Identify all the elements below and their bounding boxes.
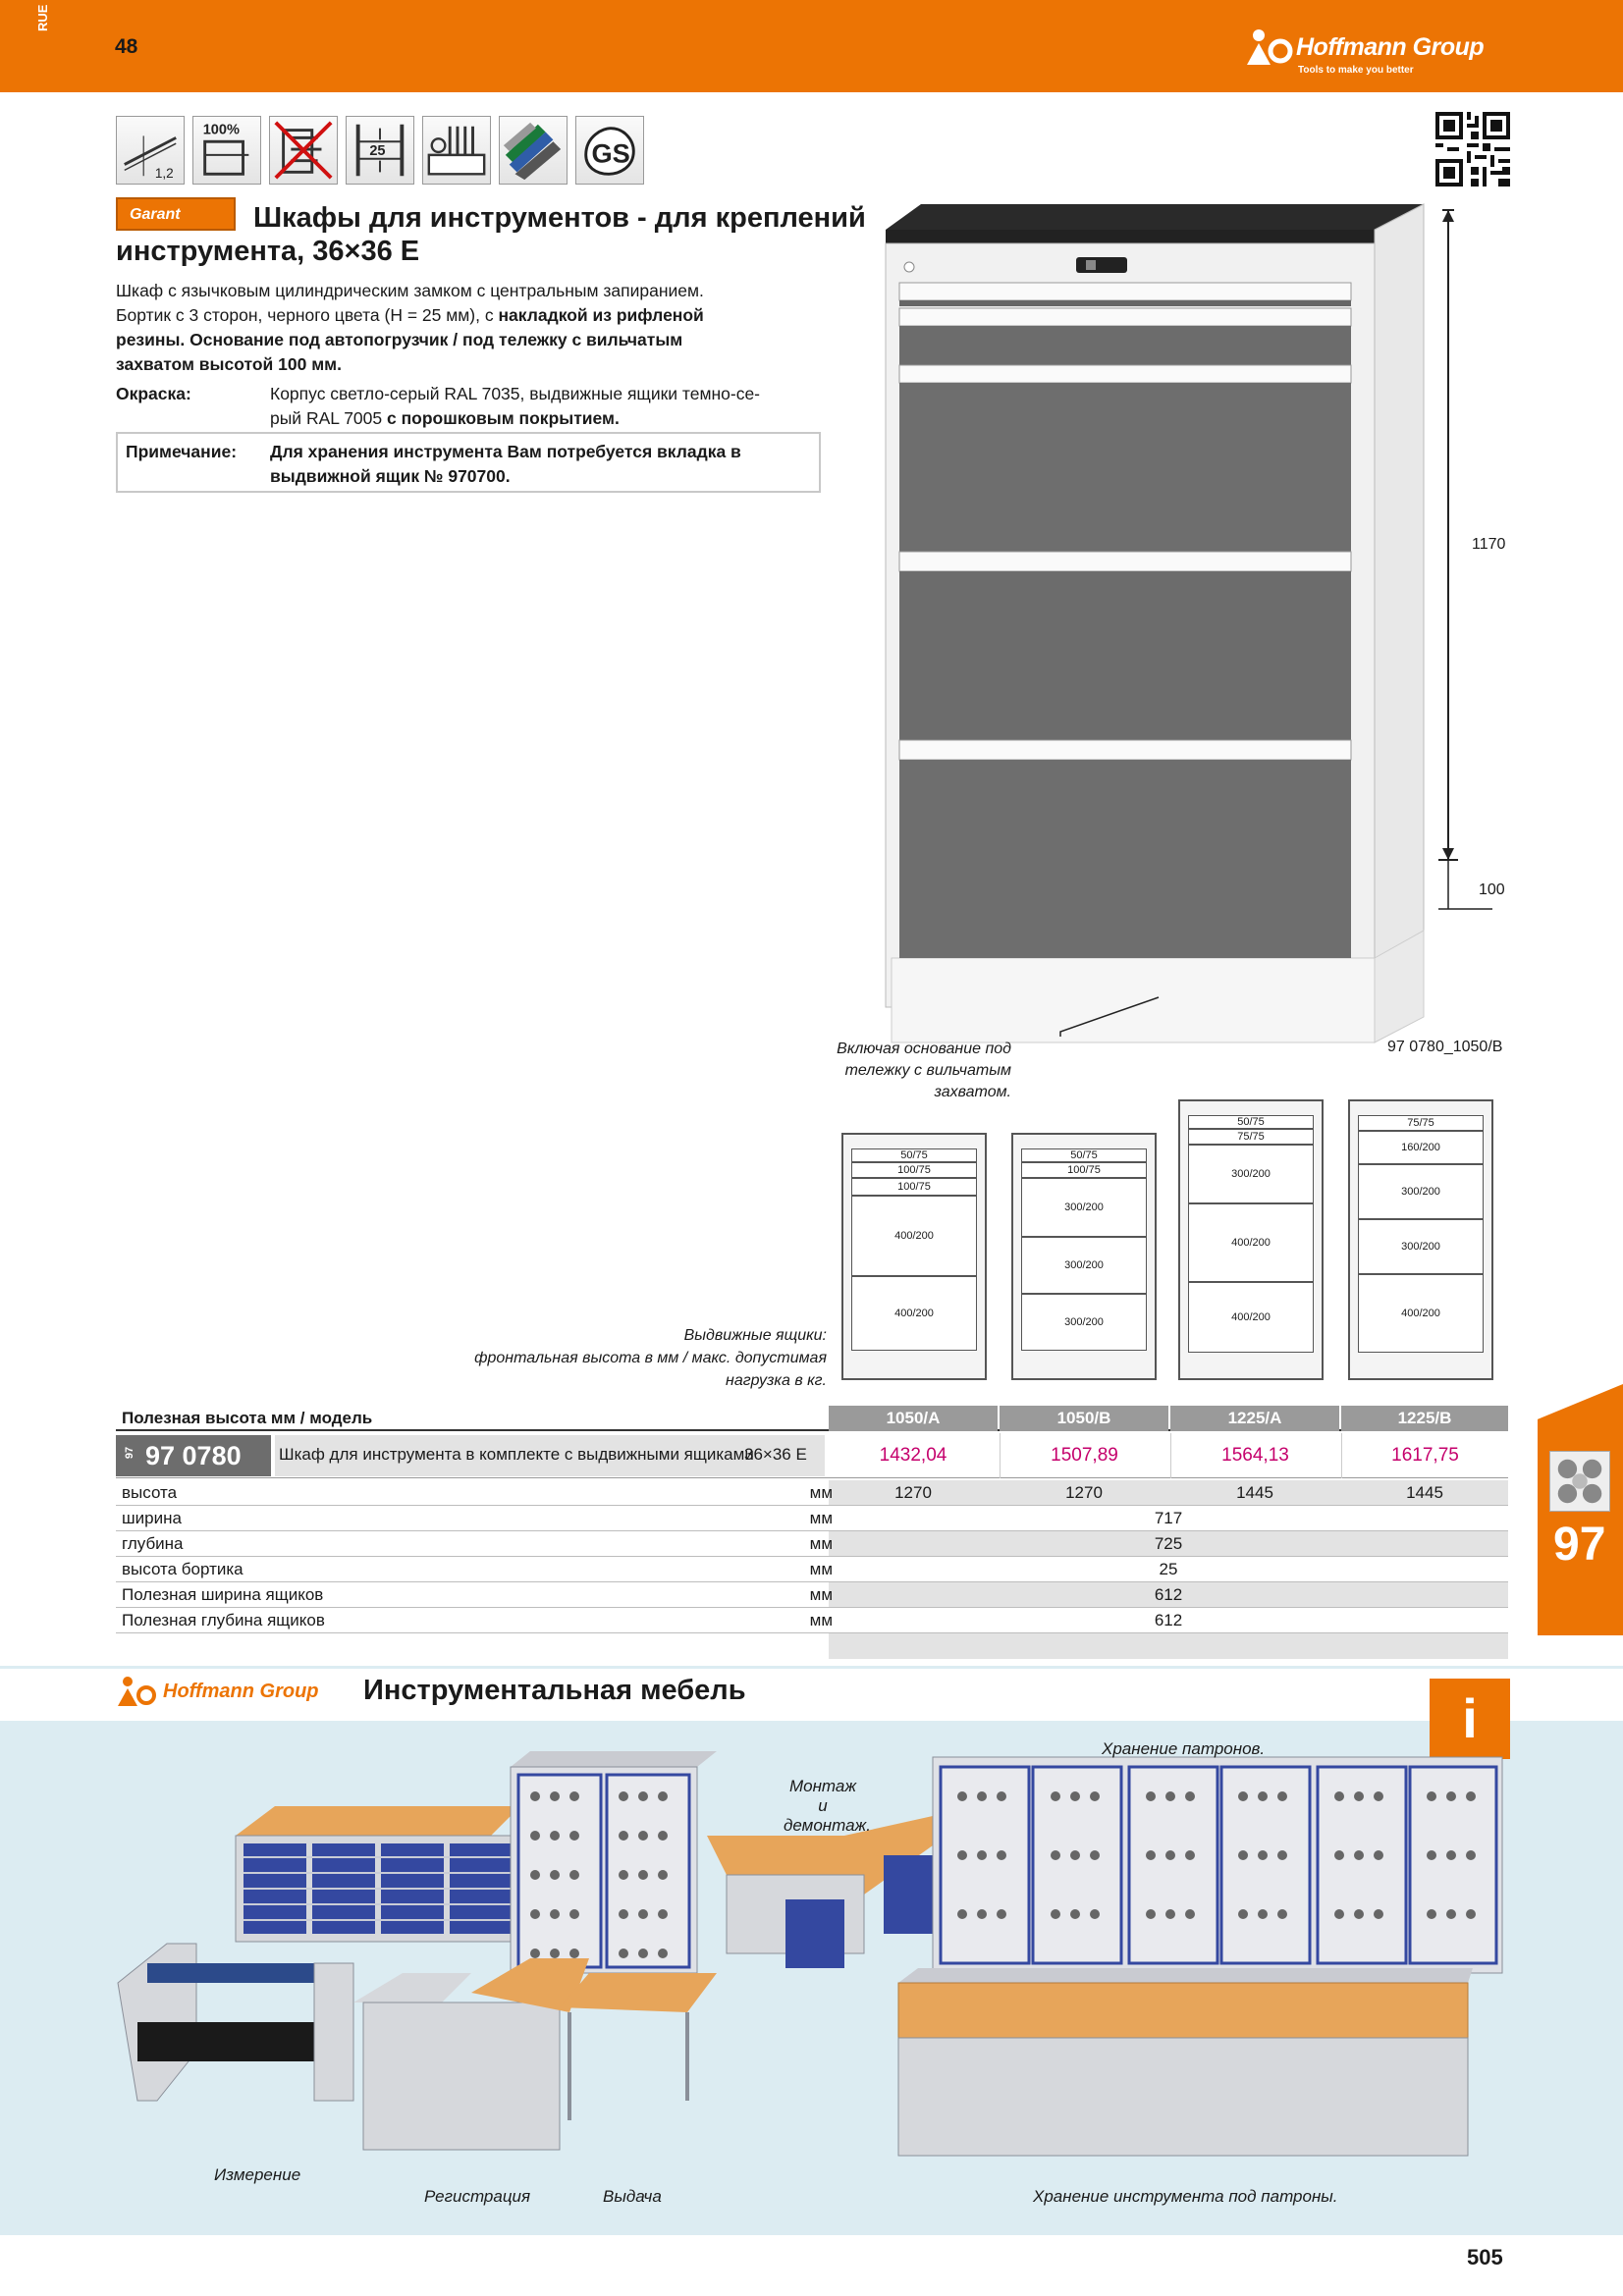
info-icon[interactable]: i <box>1430 1679 1510 1759</box>
table-row-drawer-depth: Полезная глубина ящиков мм 612 <box>116 1608 1508 1633</box>
table-row-drawer-width: Полезная ширина ящиков мм 612 <box>116 1582 1508 1608</box>
article-description: Шкаф для инструмента в комплекте с выдви… <box>279 1445 754 1464</box>
drawer-config-1225a: 50/75 75/75 300/200 400/200 400/200 <box>1178 1099 1324 1380</box>
paint-label: Окраска: <box>116 384 191 403</box>
furniture-illustration <box>0 1728 1623 2238</box>
drawer-config-caption: Выдвижные ящики: фронтальная высота в мм… <box>474 1327 827 1389</box>
price-1050a[interactable]: 1432,04 <box>879 1445 947 1466</box>
note-box <box>116 432 821 493</box>
desc-line-4: захватом высотой 100 мм. <box>116 354 342 374</box>
side-label: RUE <box>35 4 50 31</box>
chapter-icon <box>1549 1451 1610 1512</box>
product-title: Шкафы для инструментов - для креплений и… <box>116 202 866 267</box>
caption-register: Регистрация <box>424 2187 531 2206</box>
hoffmann-logo-icon <box>118 1677 156 1706</box>
paint-line-1: Корпус светло-серый RAL 7035, выдвижные … <box>270 384 761 403</box>
caption-mount: Монтаж и демонтаж. <box>784 1777 871 1835</box>
note-label: Примечание: <box>126 442 238 461</box>
note-line-2: выдвижной ящик № 970700. <box>270 466 511 486</box>
article-code-badge[interactable]: 97 97 0780 <box>116 1435 271 1476</box>
caption-tool-storage: Хранение инструмента под патроны. <box>1033 2187 1338 2206</box>
header-label: Полезная высота мм / модель <box>122 1409 373 1427</box>
drawer-config-1225b: 75/75 160/200 300/200 300/200 400/200 <box>1348 1099 1493 1380</box>
gs-mark-icon: GS <box>575 116 644 185</box>
dimension-base: 100 <box>1479 881 1505 898</box>
section-number: 48 <box>115 35 138 58</box>
desc-line-2: Бортик с 3 сторон, черного цвета (H = 25… <box>116 305 704 325</box>
no-tilt-icon <box>269 116 338 185</box>
figure-caption: Включая основание под тележку с вильчаты… <box>837 1041 1011 1100</box>
article-code: 97 0780 <box>145 1441 242 1470</box>
caption-issue: Выдача <box>603 2187 662 2206</box>
drawer-config-1050a: 50/75 100/75 100/75 400/200 400/200 <box>841 1133 987 1380</box>
full-extension-icon: 100% <box>192 116 261 185</box>
price-1225b[interactable]: 1617,75 <box>1341 1433 1508 1478</box>
row-shade <box>829 1480 1508 1506</box>
table-header-row: Полезная высота мм / модель 1050/A 1050/… <box>116 1406 1508 1431</box>
table-row: 97 97 0780 Шкаф для инструмента в компле… <box>116 1433 1508 1478</box>
svg-text:25: 25 <box>369 143 385 159</box>
row-shade <box>829 1531 1508 1557</box>
table-row-rim-height: высота бортика мм 25 <box>116 1557 1508 1582</box>
color-swatches-icon <box>499 116 568 185</box>
model-1225a: 1225/A <box>1170 1406 1339 1431</box>
chapter-number: 97 <box>1553 1519 1606 1571</box>
table-row-depth: глубина мм 725 <box>116 1531 1508 1557</box>
row-shade <box>829 1633 1508 1659</box>
sheet-thickness-icon: 1,2 <box>116 116 185 185</box>
svg-text:100%: 100% <box>203 122 240 137</box>
model-1050a: 1050/A <box>829 1406 998 1431</box>
dimension-height: 1170 <box>1472 536 1506 553</box>
paint-line-2: рый RAL 7005 с порошковым покрытием. <box>270 408 620 428</box>
svg-text:GS: GS <box>592 138 630 169</box>
drawer-divider-icon <box>422 116 491 185</box>
brand-name: Hoffmann Group <box>1296 33 1485 61</box>
figure-code: 97 0780_1050/B <box>1387 1039 1503 1055</box>
hoffmann-logo-icon <box>1247 29 1293 65</box>
drawer-config-1050b: 50/75 100/75 300/200 300/200 300/200 <box>1011 1133 1157 1380</box>
price-1225a[interactable]: 1564,13 <box>1170 1433 1339 1478</box>
pict-label: 1,2 <box>155 166 174 181</box>
cabinet-drawing <box>864 192 1492 1076</box>
hoffmann-group-logo: Hoffmann Group <box>116 1675 352 1710</box>
page-number: 505 <box>1467 2245 1503 2269</box>
rim-height-icon: 25 <box>346 116 414 185</box>
note-line-1: Для хранения инструмента Вам потребуется… <box>270 442 741 461</box>
table-row-height: высота мм 1270 1270 1445 1445 <box>116 1480 1508 1506</box>
brand-logo: Hoffmann Group Tools to make you better <box>1245 27 1510 79</box>
price-1050b[interactable]: 1507,89 <box>1000 1433 1168 1478</box>
article-size: 36×36 E <box>744 1445 807 1464</box>
desc-line-1: Шкаф с язычковым цилиндрическим замком с… <box>116 281 704 300</box>
qr-code[interactable] <box>1435 112 1510 187</box>
table-row-width: ширина мм 717 <box>116 1506 1508 1531</box>
caption-measure: Измерение <box>214 2165 301 2184</box>
desc-line-3: резины. Основание под автопогрузчик / по… <box>116 330 683 349</box>
garant-brand-badge: Garant <box>116 197 236 231</box>
page-header <box>0 0 1623 92</box>
band-title: Инструментальная мебель <box>363 1675 746 1706</box>
brand-tagline: Tools to make you better <box>1298 65 1414 76</box>
caption-holder-storage: Хранение патронов. <box>1102 1739 1266 1758</box>
model-1050b: 1050/B <box>1000 1406 1168 1431</box>
model-1225b: 1225/B <box>1341 1406 1508 1431</box>
row-shade <box>829 1582 1508 1608</box>
